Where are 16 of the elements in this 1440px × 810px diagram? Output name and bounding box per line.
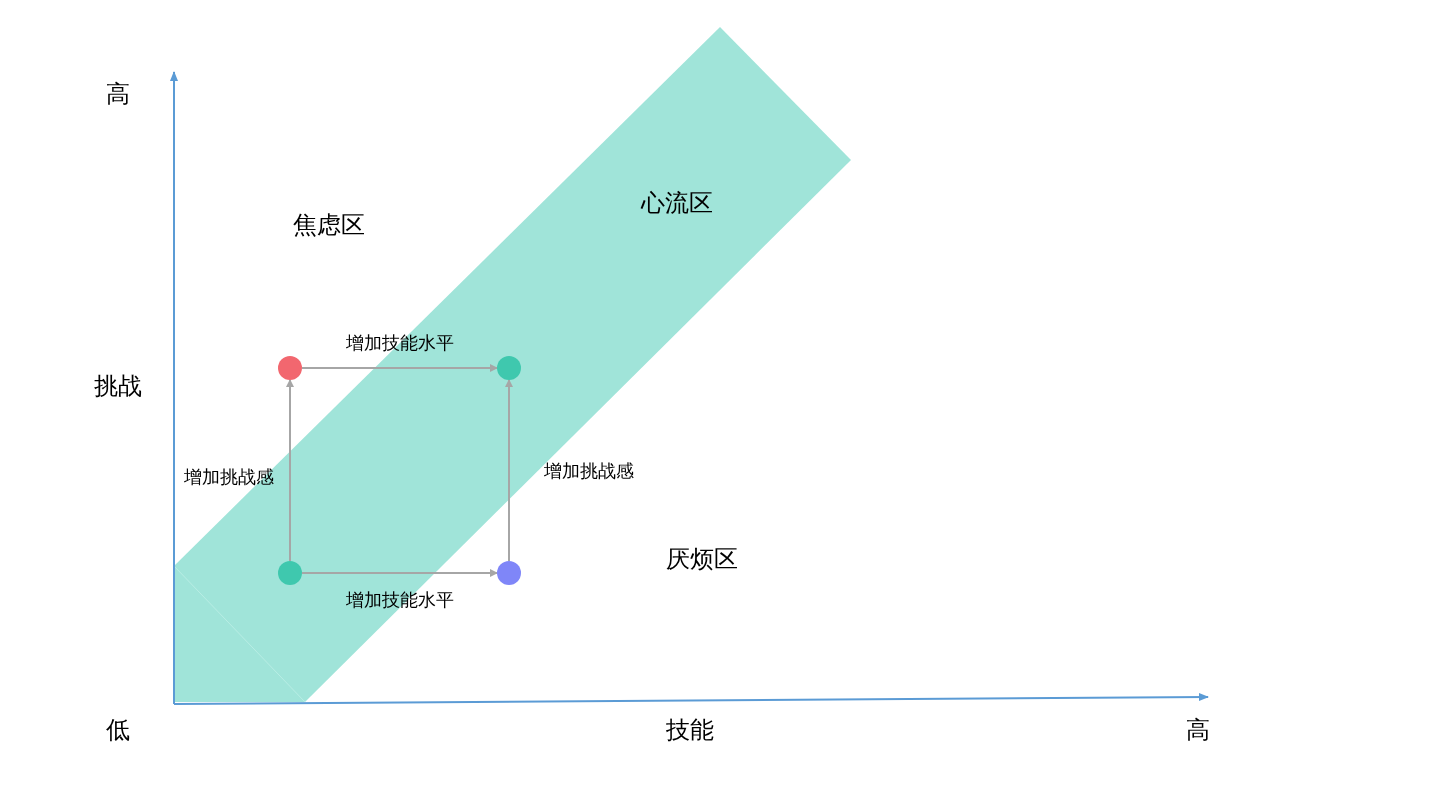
edge-label: 增加技能水平 xyxy=(346,587,454,612)
axis-label: 挑战 xyxy=(94,371,142,402)
axis-label: 高 xyxy=(1186,715,1210,746)
zone-label: 厌烦区 xyxy=(666,544,738,575)
arrow xyxy=(301,569,498,577)
edge-label: 增加挑战感 xyxy=(544,458,634,483)
edge-label: 增加技能水平 xyxy=(346,330,454,355)
zone-label: 心流区 xyxy=(641,188,713,219)
edge-label: 增加挑战感 xyxy=(184,464,274,489)
arrow xyxy=(286,379,294,562)
zone-label: 焦虑区 xyxy=(293,210,365,241)
axis-label: 技能 xyxy=(666,715,714,746)
arrow xyxy=(301,364,498,372)
arrow xyxy=(505,379,513,562)
axis-label: 高 xyxy=(106,79,130,110)
axis-label: 低 xyxy=(106,715,130,746)
